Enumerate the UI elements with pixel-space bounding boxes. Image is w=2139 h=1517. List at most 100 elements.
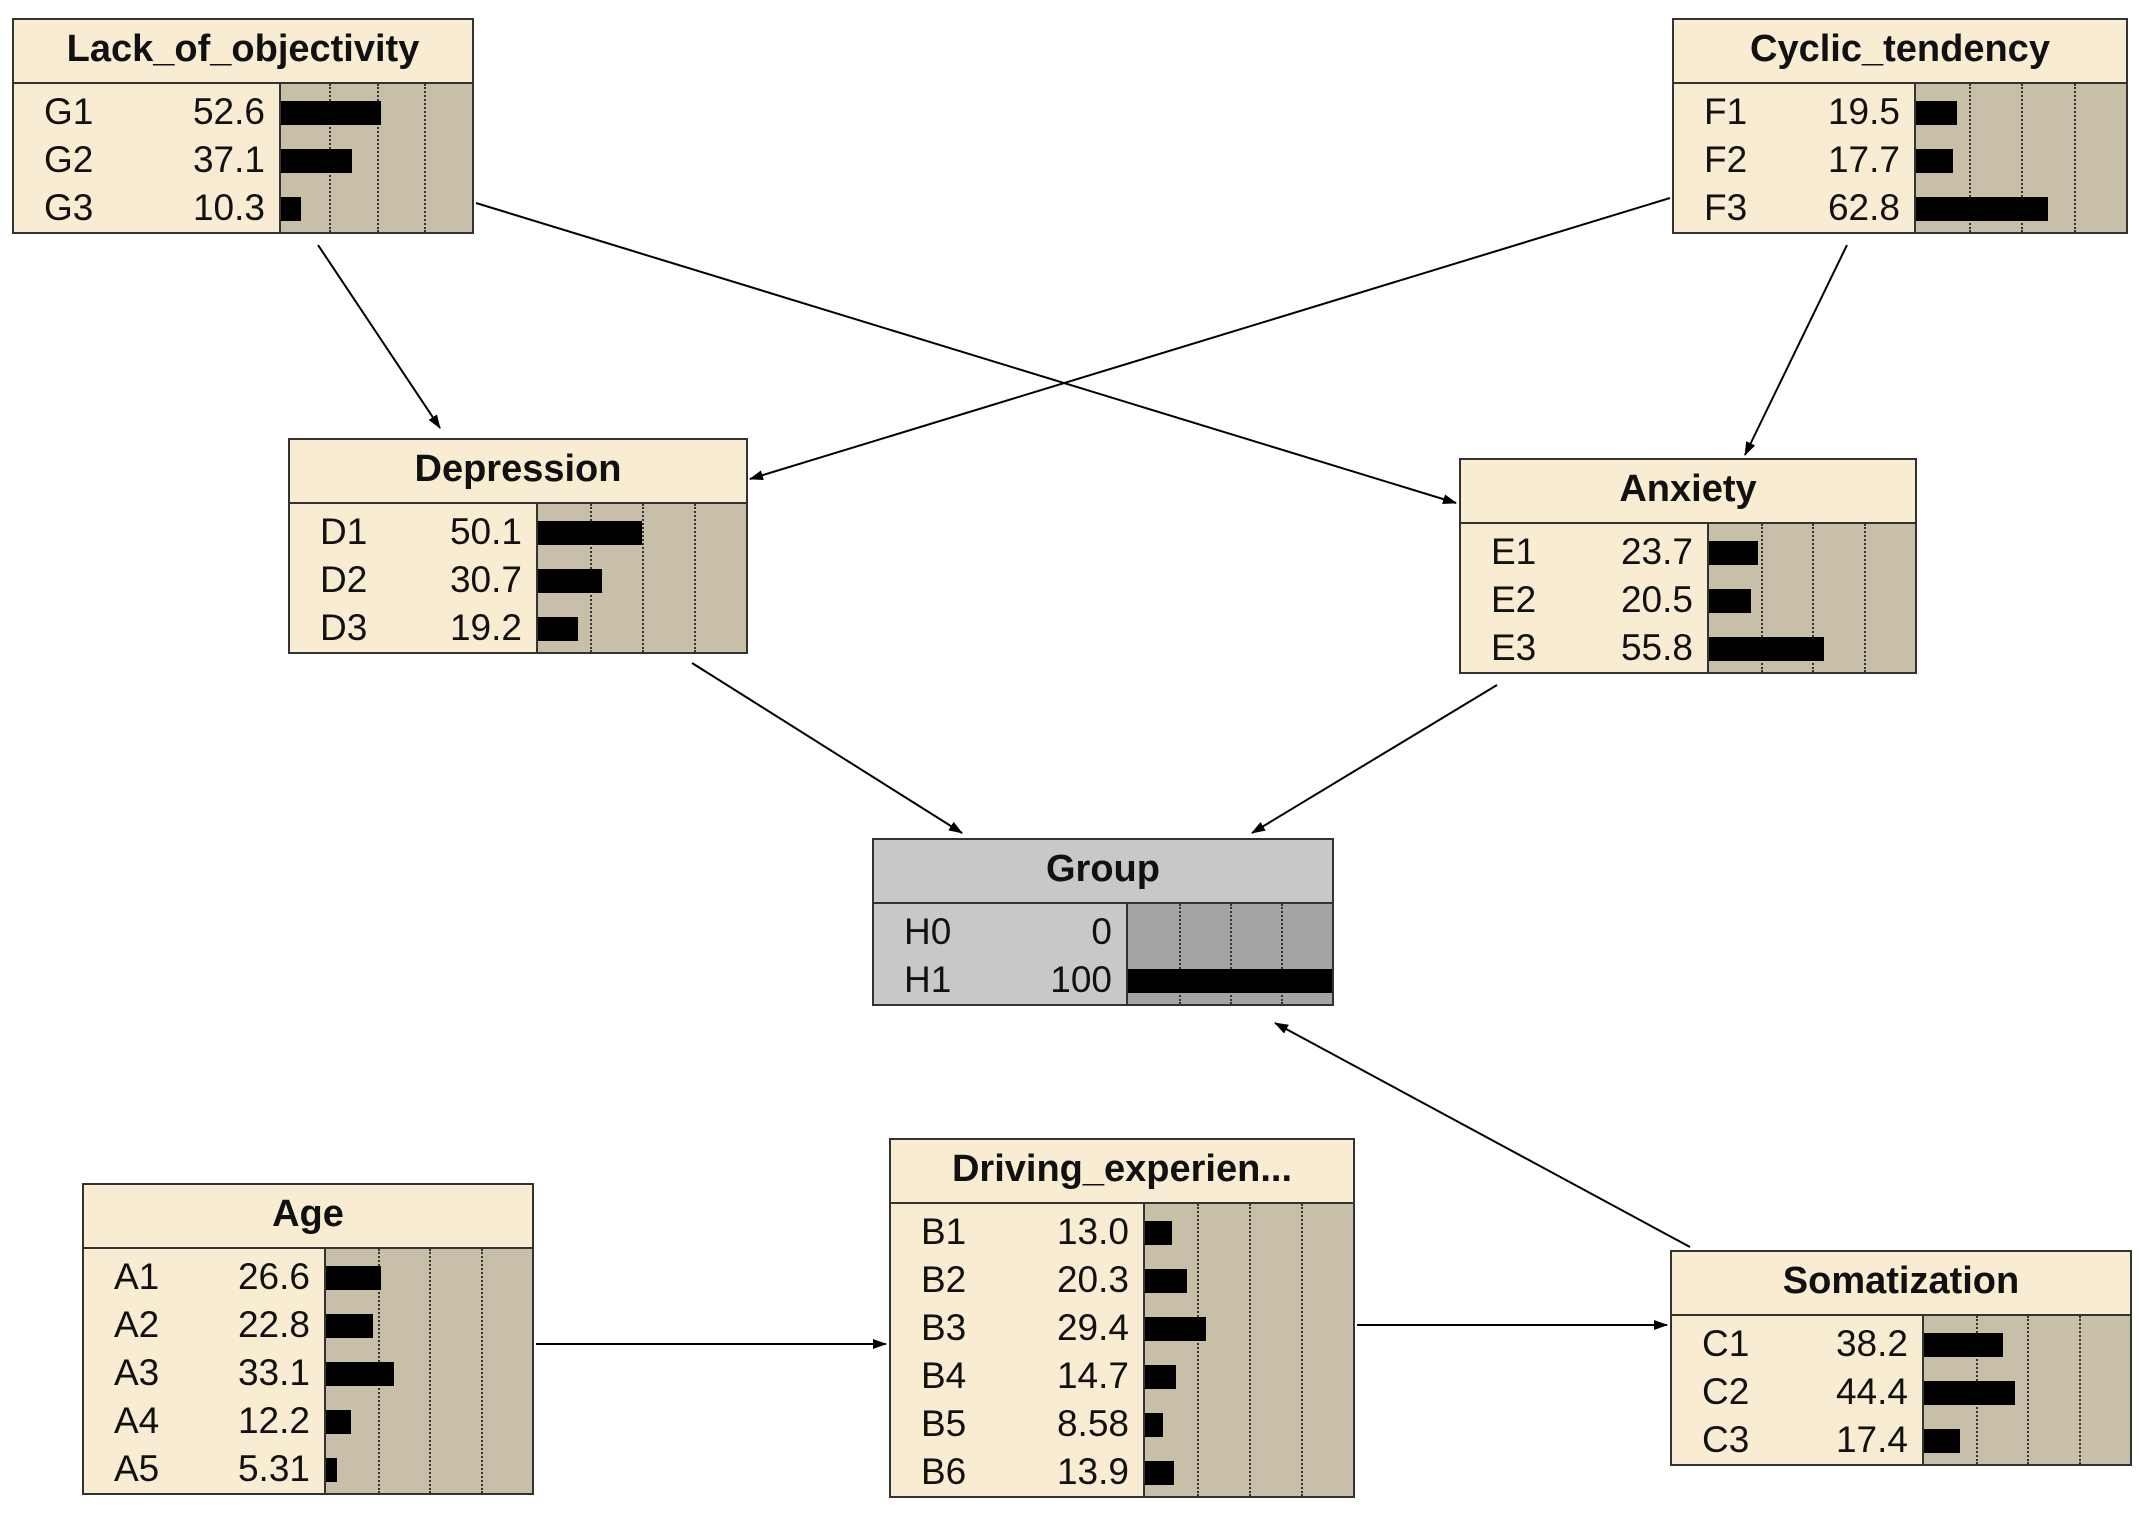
gridline [1969, 84, 1971, 232]
node-title: Group [874, 840, 1332, 904]
gridline [1281, 904, 1283, 1004]
edge-anxiety-to-group [1251, 684, 1498, 834]
edge-lack-to-anxiety [475, 202, 1457, 504]
state-row[interactable]: F3 62.8 [1674, 184, 2126, 232]
state-probability: 33.1 [237, 1352, 310, 1393]
gridline [2027, 1316, 2029, 1464]
state-row[interactable]: B2 20.3 [891, 1256, 1353, 1304]
probability-bar [1145, 1365, 1176, 1389]
state-probability: 8.58 [1056, 1403, 1129, 1444]
state-label: F2 [1704, 139, 1748, 180]
edge-depression-to-group [691, 662, 963, 834]
gridline [2074, 84, 2076, 232]
state-label: H0 [904, 911, 952, 952]
probability-bar [326, 1314, 373, 1338]
gridline [1179, 904, 1181, 1004]
gridline [2021, 84, 2023, 232]
probability-bar [1145, 1461, 1174, 1485]
node-title: Driving_experien... [891, 1140, 1353, 1204]
state-label: G3 [44, 187, 94, 228]
state-row[interactable]: C1 38.2 [1672, 1320, 2130, 1368]
probability-bar [1145, 1413, 1163, 1437]
state-label: G2 [44, 139, 94, 180]
state-row[interactable]: E2 20.5 [1461, 576, 1915, 624]
state-label: B1 [921, 1211, 967, 1252]
state-row[interactable]: H0 0 [874, 908, 1332, 956]
state-probability: 44.4 [1835, 1371, 1908, 1412]
state-label: B4 [921, 1355, 967, 1396]
probability-bar [1916, 101, 1957, 125]
state-label: C1 [1702, 1323, 1750, 1364]
node-title: Age [84, 1185, 532, 1249]
state-label: B6 [921, 1451, 967, 1492]
state-probability: 26.6 [237, 1256, 310, 1297]
edge-cyclic-to-anxiety [1744, 244, 1848, 456]
gridline [1864, 524, 1866, 672]
probability-bar [1924, 1429, 1960, 1453]
node-title: Lack_of_objectivity [14, 20, 472, 84]
state-probability: 38.2 [1835, 1323, 1908, 1364]
gridline [1249, 1204, 1251, 1496]
probability-bar [1145, 1317, 1206, 1341]
state-label: D3 [320, 607, 368, 648]
state-label: D1 [320, 511, 368, 552]
state-probability: 20.3 [1056, 1259, 1129, 1300]
state-label: A2 [114, 1304, 160, 1345]
probability-bar [326, 1266, 381, 1290]
state-label: E2 [1491, 579, 1537, 620]
state-probability: 20.5 [1620, 579, 1693, 620]
probability-bar [1709, 637, 1824, 661]
state-probability: 5.31 [237, 1448, 310, 1489]
node-title: Depression [290, 440, 746, 504]
state-probability: 100 [1050, 959, 1112, 1000]
state-label: D2 [320, 559, 368, 600]
state-label: B2 [921, 1259, 967, 1300]
node-title: Cyclic_tendency [1674, 20, 2126, 84]
probability-bar [1924, 1333, 2003, 1357]
gridline [1301, 1204, 1303, 1496]
state-probability: 62.8 [1827, 187, 1900, 228]
gridline [1197, 1204, 1199, 1496]
gridline [1230, 904, 1232, 1004]
state-probability: 17.4 [1835, 1419, 1908, 1460]
state-label: F3 [1704, 187, 1748, 228]
gridline [694, 504, 696, 652]
state-probability: 0 [1091, 911, 1112, 952]
